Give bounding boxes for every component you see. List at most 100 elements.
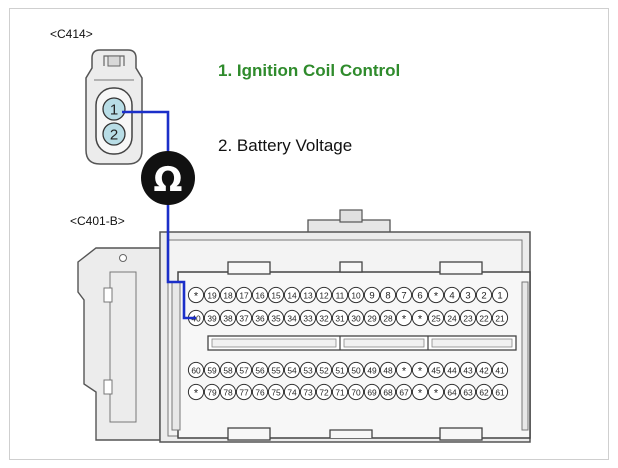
c401b-pin-label: 13	[303, 290, 313, 300]
c401b-pin-9: 9	[363, 286, 381, 304]
c401b-pin-34: 34	[283, 309, 301, 327]
c401b-pin-38: 38	[219, 309, 237, 327]
c401b-pin-7: 7	[395, 286, 413, 304]
c401b-pin-label: 15	[271, 290, 281, 300]
c401b-pin-label: 29	[367, 313, 377, 323]
c401b-pin-68: 68	[379, 383, 397, 401]
c401b-pin-label: 59	[207, 365, 217, 375]
c401b-pin-59: 59	[203, 361, 221, 379]
c401b-pin-43: 43	[459, 361, 477, 379]
c401b-pin-36: 36	[251, 309, 269, 327]
c401b-pin-label: 48	[383, 365, 393, 375]
c401b-pin-37: 37	[235, 309, 253, 327]
c401b-pin-label: 3	[465, 290, 470, 301]
c401b-pin-label: 8	[385, 290, 390, 301]
c401b-pin-22: 22	[475, 309, 493, 327]
c401b-pin-58: 58	[219, 361, 237, 379]
c401b-pin-11: 11	[331, 286, 349, 304]
legend-item-battery-voltage: 2. Battery Voltage	[218, 136, 353, 155]
c401b-pin-label: 75	[271, 387, 281, 397]
c401b-pin-label: 55	[271, 365, 281, 375]
c401b-pin-label: 53	[303, 365, 313, 375]
c401b-pin-label: 36	[255, 313, 265, 323]
c401b-pin-label: 7	[401, 290, 406, 301]
connector-c414-label: <C414>	[50, 27, 93, 41]
c414-pin-1: 1	[102, 97, 126, 121]
c401b-pin-label: *	[434, 388, 439, 400]
c401b-pin-label: 69	[367, 387, 377, 397]
connector-c414: 1 2	[85, 49, 143, 165]
c401b-pin-75: 75	[267, 383, 285, 401]
c401b-pin-unused: *	[187, 383, 205, 401]
c401b-pin-label: 33	[303, 313, 313, 323]
c401b-pin-16: 16	[251, 286, 269, 304]
c401b-pin-label: 28	[383, 313, 393, 323]
c401b-pin-73: 73	[299, 383, 317, 401]
c401b-pin-label: *	[194, 388, 199, 400]
connector-c401b-label: <C401-B>	[70, 214, 125, 228]
svg-text:1: 1	[110, 102, 118, 119]
c401b-pin-10: 10	[347, 286, 365, 304]
c401b-pin-63: 63	[459, 383, 477, 401]
c401b-pin-label: *	[418, 388, 423, 400]
c401b-pin-label: 6	[417, 290, 422, 301]
c401b-pin-64: 64	[443, 383, 461, 401]
c401b-pin-label: 77	[239, 387, 249, 397]
c401b-pin-label: 58	[223, 365, 233, 375]
c401b-pin-label: 76	[255, 387, 265, 397]
c401b-pin-label: 11	[336, 290, 345, 300]
c401b-pin-label: 17	[239, 290, 249, 300]
c401b-pin-12: 12	[315, 286, 333, 304]
c401b-pin-unused: *	[411, 361, 429, 379]
c401b-pin-label: 34	[287, 313, 297, 323]
c401b-pin-35: 35	[267, 309, 285, 327]
c401b-pin-unused: *	[411, 309, 429, 327]
c401b-pin-label: 9	[369, 290, 374, 301]
c401b-pin-label: 32	[319, 313, 329, 323]
c401b-pin-67: 67	[395, 383, 413, 401]
svg-text:2: 2	[110, 127, 118, 144]
c401b-pin-unused: *	[187, 286, 205, 304]
c401b-pin-label: 1	[497, 290, 502, 301]
c401b-pin-unused: *	[427, 383, 445, 401]
c401b-pin-label: 40	[191, 313, 201, 323]
c401b-pin-56: 56	[251, 361, 269, 379]
c401b-pin-label: 37	[239, 313, 249, 323]
c401b-pin-74: 74	[283, 383, 301, 401]
c401b-pin-54: 54	[283, 361, 301, 379]
c401b-pin-76: 76	[251, 383, 269, 401]
c401b-pin-61: 61	[491, 383, 509, 401]
c401b-pin-unused: *	[395, 361, 413, 379]
c401b-pin-70: 70	[347, 383, 365, 401]
c401b-pin-label: 57	[239, 365, 249, 375]
c401b-pin-25: 25	[427, 309, 445, 327]
c401b-pin-39: 39	[203, 309, 221, 327]
c401b-pin-28: 28	[379, 309, 397, 327]
c401b-pin-label: 18	[223, 290, 233, 300]
c401b-pin-label: 21	[495, 313, 505, 323]
c401b-pin-label: 19	[207, 290, 217, 300]
c401b-pin-78: 78	[219, 383, 237, 401]
c401b-pin-1: 1	[491, 286, 509, 304]
c401b-pin-15: 15	[267, 286, 285, 304]
c401b-pin-label: 73	[303, 387, 313, 397]
c401b-pin-24: 24	[443, 309, 461, 327]
legend-item-ignition-coil-control: 1. Ignition Coil Control	[218, 61, 401, 80]
diagram-frame	[9, 8, 609, 460]
c401b-pin-69: 69	[363, 383, 381, 401]
c401b-pin-label: 60	[191, 365, 201, 375]
c401b-pin-77: 77	[235, 383, 253, 401]
c401b-pin-label: 24	[447, 313, 457, 323]
c401b-pin-label: 49	[367, 365, 377, 375]
c401b-pin-label: *	[402, 314, 407, 326]
c401b-pin-label: 42	[479, 365, 489, 375]
c401b-pin-62: 62	[475, 383, 493, 401]
c401b-pin-label: 51	[335, 365, 345, 375]
c401b-pin-32: 32	[315, 309, 333, 327]
c401b-pin-6: 6	[411, 286, 429, 304]
c401b-pin-label: 52	[319, 365, 329, 375]
c401b-pin-label: 23	[463, 313, 473, 323]
c401b-pin-label: 67	[399, 387, 409, 397]
c401b-pin-49: 49	[363, 361, 381, 379]
c401b-pin-label: 30	[351, 313, 361, 323]
